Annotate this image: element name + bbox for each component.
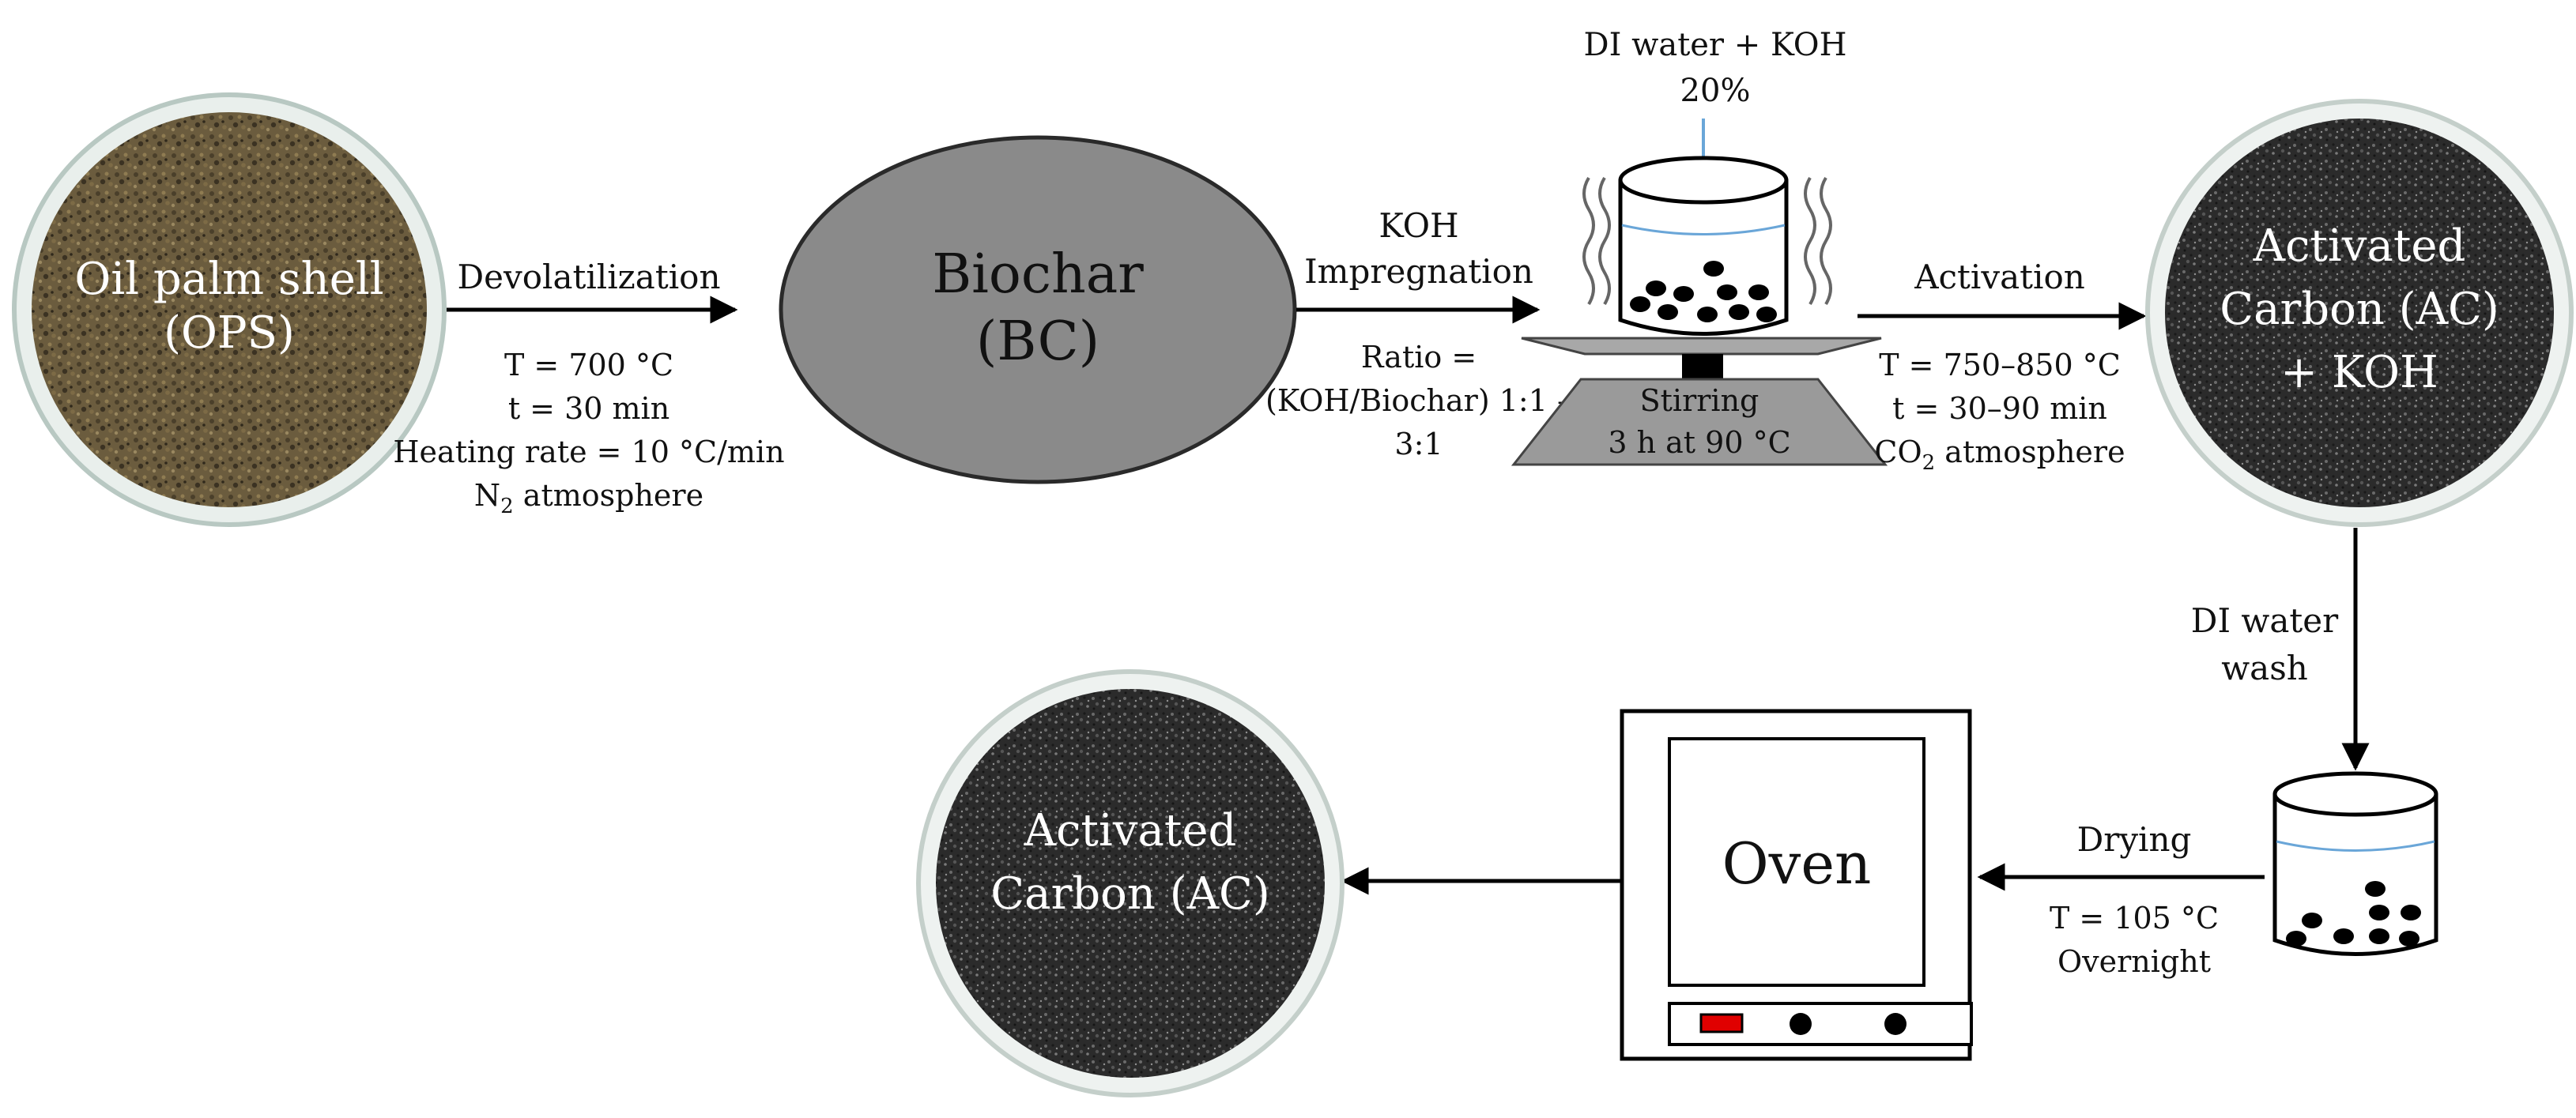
ac-koh-label-line3: + KOH: [2280, 347, 2438, 398]
oven-indicator: [1699, 1013, 1744, 1033]
hotplate-base: [1511, 378, 1888, 466]
activation-time: t = 30–90 min: [1892, 391, 2107, 426]
ac-koh-label-line2: Carbon (AC): [2220, 284, 2499, 335]
wash-particles: [2286, 881, 2421, 947]
drying-temp: T = 105 °C: [2050, 901, 2219, 935]
oven: Oven: [1620, 709, 1973, 1061]
wash-beaker-body: [2272, 794, 2438, 956]
hotplate-stem: [1682, 354, 1723, 379]
beaker-title1: DI water + KOH: [1584, 27, 1847, 63]
heat-lines-left: [1582, 176, 1611, 306]
stirring-beaker-setup: DI water + KOH 20% Stirring 3 h at 90 °C: [1511, 27, 1888, 466]
ac-koh-dish: Activated Carbon (AC) + KOH: [2145, 99, 2574, 527]
biochar-label-line2: (BC): [976, 311, 1099, 373]
beaker-body: [1618, 180, 1789, 336]
wash-label1: DI water: [2191, 601, 2339, 640]
impregnation-ratio1: Ratio =: [1361, 340, 1477, 375]
activation-temp: T = 750–850 °C: [1879, 348, 2121, 382]
wash-label2: wash: [2221, 649, 2308, 687]
oven-knob-2: [1884, 1013, 1907, 1035]
drying-title: Drying: [2077, 820, 2192, 859]
oven-door: [1668, 737, 1925, 987]
beaker-title2: 20%: [1680, 73, 1751, 109]
impregnation-title1: KOH: [1379, 206, 1458, 245]
wash-water-line: [2276, 840, 2435, 852]
ac-final-dish: Activated Carbon (AC): [916, 669, 1345, 1097]
drying-time: Overnight: [2057, 944, 2211, 979]
beaker-rim: [1618, 156, 1789, 205]
biochar-label-line1: Biochar: [932, 243, 1144, 306]
oven-knob-1: [1790, 1013, 1812, 1035]
hotplate-top: [1521, 337, 1882, 356]
devolatilization-atmosphere: N2 atmosphere: [474, 478, 703, 518]
impregnation-ratio2: (KOH/Biochar) 1:1 –: [1265, 383, 1572, 418]
activation-title: Activation: [1914, 258, 2085, 296]
wash-beaker: [2272, 771, 2438, 956]
oven-label: Oven: [1722, 830, 1872, 897]
impregnation-ratio3: 3:1: [1394, 427, 1443, 461]
activation-atmosphere: CO2 atmosphere: [1874, 435, 2125, 475]
devolatilization-temp: T = 700 °C: [504, 348, 673, 382]
ops-label-line2: (OPS): [164, 307, 295, 359]
stirring-label2: 3 h at 90 °C: [1608, 425, 1790, 460]
ac-koh-label-line1: Activated: [2253, 220, 2466, 272]
devolatilization-title: Devolatilization: [457, 258, 720, 296]
devolatilization-rate: Heating rate = 10 °C/min: [393, 435, 784, 469]
heat-lines-right: [1804, 176, 1832, 306]
biochar-node: Biochar (BC): [779, 135, 1297, 484]
stirring-label1: Stirring: [1640, 383, 1759, 418]
ac-final-label-line2: Carbon (AC): [990, 868, 1269, 920]
ops-dish: Oil palm shell (OPS): [12, 92, 447, 527]
ops-label-line1: Oil palm shell: [74, 254, 383, 305]
ac-final-label-line1: Activated: [1024, 805, 1237, 856]
beaker-particles: [1630, 261, 1777, 322]
impregnation-title2: Impregnation: [1304, 252, 1533, 291]
devolatilization-time: t = 30 min: [508, 391, 669, 426]
wash-beaker-rim: [2272, 771, 2438, 817]
beaker-water-line: [1621, 224, 1786, 235]
